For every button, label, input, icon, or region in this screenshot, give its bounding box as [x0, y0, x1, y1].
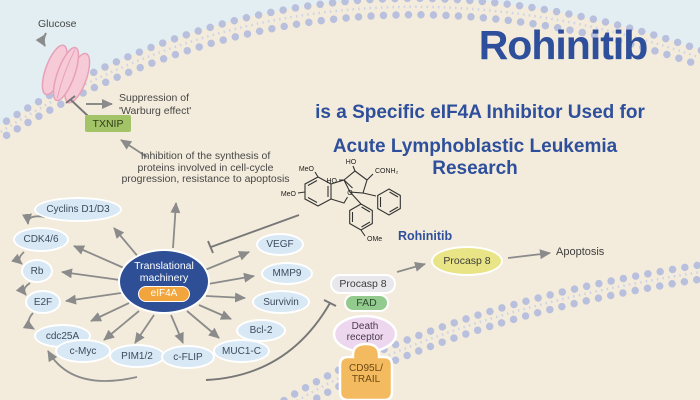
- chemical-structure: MeO MeO HO HO CONH₂ O OMe: [281, 159, 401, 243]
- target-node-bcl2: Bcl-2: [236, 319, 286, 342]
- structure-name-label: Rohinitib: [398, 229, 453, 243]
- structure-label-conh2: CONH₂: [375, 168, 399, 175]
- translation-note-line-2: proteins involved in cell-cycle: [137, 161, 274, 174]
- target-node-vegf: VEGF: [256, 233, 304, 256]
- target-node-pim12: PIM1/2: [109, 344, 165, 368]
- structure-label-ho-mid: HO: [327, 178, 338, 185]
- translational-machinery-hub: Translational machinery eIF4A: [118, 249, 210, 314]
- apoptosis-arrows: [396, 249, 551, 273]
- ligand-label-line-2: TRAIL: [351, 374, 381, 385]
- target-node-e2f: E2F: [25, 290, 61, 314]
- bottom-membrane: [277, 261, 700, 400]
- txnip-badge: TXNIP: [85, 115, 131, 132]
- target-node-mmp9: MMP9: [261, 262, 313, 285]
- eif4a-badge: eIF4A: [138, 286, 190, 302]
- death-receptor-label-line-2: receptor: [346, 332, 384, 343]
- hub-target-arrows: [61, 202, 255, 344]
- ligand-label-line-1: CD95L/: [349, 363, 383, 374]
- warburg-note: Suppression of 'Warburg effect': [119, 92, 214, 117]
- ligand-shape: [338, 342, 394, 400]
- target-node-cdk46: CDK4/6: [13, 227, 69, 252]
- hub-label-line-2: machinery: [139, 271, 189, 284]
- structure-label-meo-top: MeO: [299, 166, 315, 173]
- warburg-note-line-1: Suppression of: [119, 92, 190, 104]
- target-node-muc1c: MUC1-C: [213, 339, 270, 363]
- target-node-cflip: c-FLIP: [161, 345, 215, 369]
- target-node-cmyc: c-Myc: [55, 339, 111, 363]
- warburg-note-line-2: 'Warburg effect': [119, 104, 192, 117]
- fad-badge: FAD: [344, 294, 389, 312]
- glucose-pathway-arrows: [35, 32, 148, 158]
- structure-label-ho-top: HO: [346, 159, 357, 166]
- structure-label-meo-left: MeO: [281, 191, 297, 198]
- inhibition-tbars: [65, 95, 337, 381]
- translation-note-line-3: progression, resistance to apoptosis: [121, 173, 290, 185]
- translation-note-line-1: Inhibition of the synthesis of: [140, 150, 271, 162]
- glucose-label: Glucose: [38, 18, 77, 30]
- procasp8-active-badge: Procasp 8: [431, 246, 503, 276]
- glucose-transporter-icon: [41, 44, 91, 104]
- procasp8-inactive-badge: Procasp 8: [330, 274, 396, 294]
- target-node-survivin: Survivin: [252, 290, 310, 314]
- death-receptor-label-line-1: Death: [351, 321, 379, 332]
- hub-label-line-1: Translational: [134, 260, 194, 272]
- translation-inhibition-note: Inhibition of the synthesis of proteins …: [108, 150, 303, 186]
- structure-label-ome: OMe: [367, 236, 382, 243]
- ligand-label: CD95L/ TRAIL: [341, 363, 391, 385]
- death-receptor-complex: [332, 314, 398, 400]
- subtitle-line-1: is a Specific eIF4A Inhibitor Used for: [315, 102, 645, 123]
- target-node-cyclins: Cyclins D1/D3: [34, 197, 122, 222]
- apoptosis-label: Apoptosis: [556, 246, 605, 258]
- page-title: Rohinitib: [478, 22, 649, 68]
- structure-label-ring-o: O: [347, 190, 353, 197]
- death-receptor-label: Death receptor: [336, 321, 394, 343]
- top-membrane: [0, 0, 700, 144]
- extracellular-region: [0, 0, 700, 126]
- subtitle-line-2: Acute Lymphoblastic Leukemia Research: [332, 136, 618, 179]
- target-node-rb: Rb: [21, 259, 53, 283]
